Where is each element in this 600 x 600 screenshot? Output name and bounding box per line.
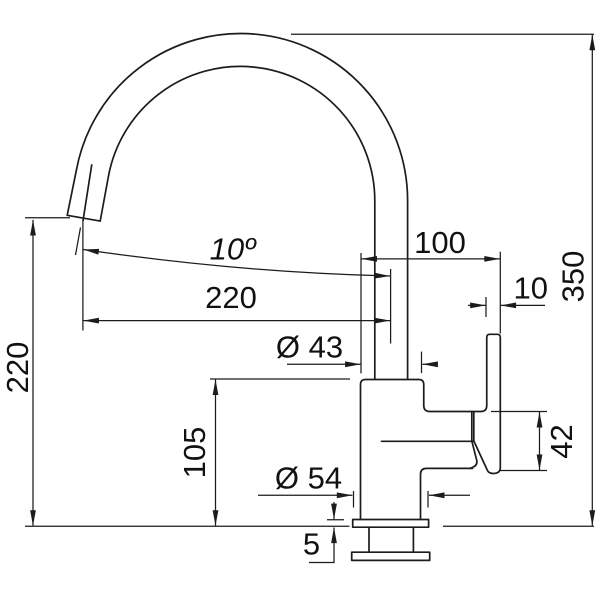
body-and-lever-outline xyxy=(359,333,502,521)
shank-outline xyxy=(368,526,415,554)
label-body-height-105: 105 xyxy=(177,427,212,479)
angle-dim-arc xyxy=(83,248,391,279)
dim-leader-plate-5 xyxy=(309,527,337,564)
locknut-flange-outline xyxy=(350,551,431,562)
spout-aerator-line xyxy=(82,164,93,222)
label-handle-thickness-10: 10 xyxy=(513,270,547,305)
label-reach-100: 100 xyxy=(414,225,466,260)
label-riser-diameter-43: Ø 43 xyxy=(276,329,343,364)
label-handle-length-42: 42 xyxy=(544,424,579,458)
label-total-height-350: 350 xyxy=(556,251,591,303)
label-base-diameter-54: Ø 54 xyxy=(275,460,342,495)
label-plate-thickness-5: 5 xyxy=(303,527,320,562)
label-spout-reach-220: 220 xyxy=(205,280,257,315)
label-spout-angle: 10º xyxy=(210,232,257,267)
base-plate-outline xyxy=(351,518,430,529)
spout-tube-outline xyxy=(66,32,409,381)
label-outlet-height-220: 220 xyxy=(0,342,35,394)
body-lower-step-outline xyxy=(419,467,474,521)
outlet-angle-tick xyxy=(74,227,82,256)
